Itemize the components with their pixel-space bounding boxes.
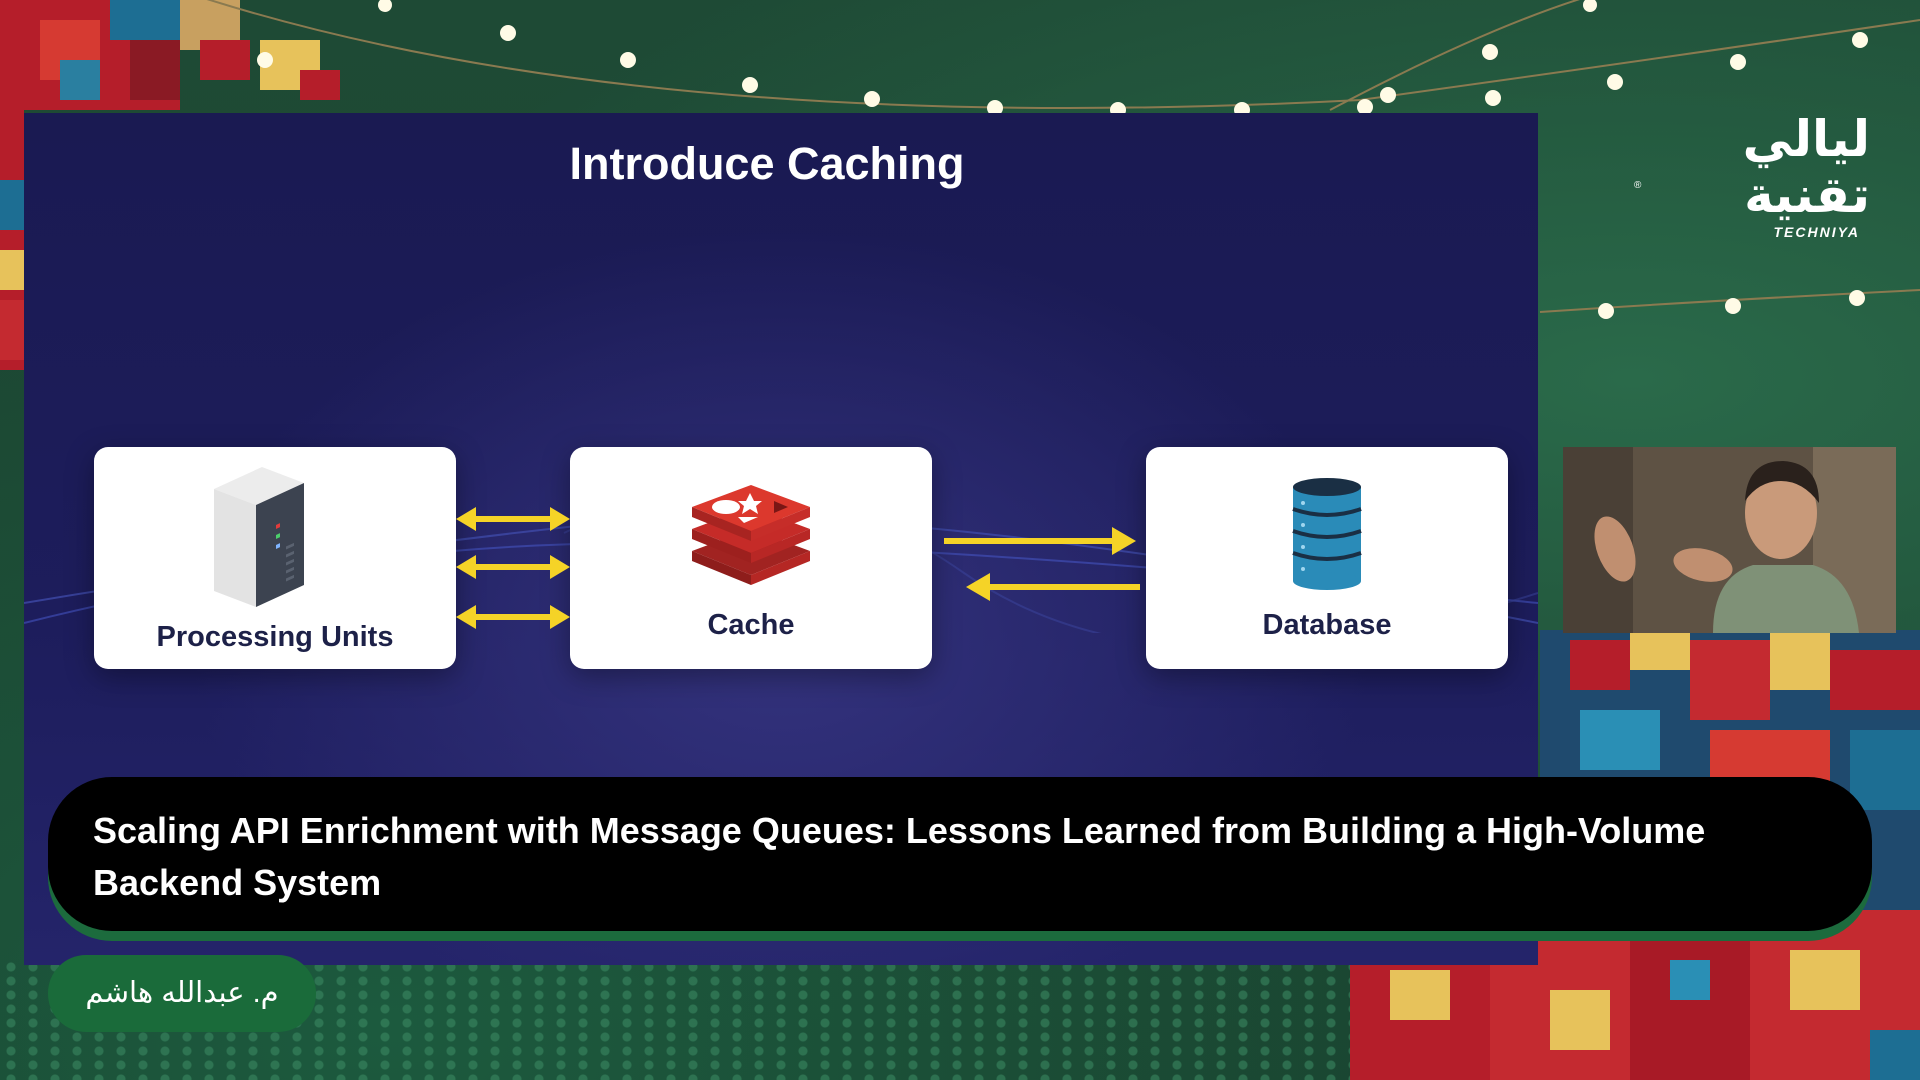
database-cylinder-icon [1292, 478, 1362, 590]
server-tower-icon [214, 467, 304, 607]
logo-arabic-line1: ليالي [1742, 111, 1870, 167]
logo-arabic-line2: تقنية [1744, 167, 1870, 223]
slide-title: Introduce Caching [569, 138, 965, 189]
talk-title-banner: Scaling API Enrichment with Message Queu… [48, 777, 1872, 931]
database-label: Database [1262, 609, 1392, 641]
database-card[interactable]: Database [1146, 447, 1508, 669]
string-lights [206, 0, 1920, 319]
connection-arrows [456, 507, 1140, 629]
processing-units-label: Processing Units [156, 621, 394, 653]
talk-title: Scaling API Enrichment with Message Queu… [93, 810, 1706, 903]
cache-label: Cache [707, 609, 795, 641]
pixel-ornament-top-left [0, 0, 380, 380]
processing-units-card[interactable]: Processing Units [94, 447, 456, 669]
logo-registered-mark: ® [1634, 180, 1642, 191]
speaker-name-badge: م. عبدالله هاشم [48, 955, 316, 1032]
techniya-logo: ليالي تقنية TECHNIYA ® [1630, 110, 1870, 250]
redis-stack-icon [692, 485, 810, 585]
speaker-webcam [1563, 447, 1896, 633]
speaker-video-icon [1563, 447, 1896, 633]
cache-card[interactable]: Cache [570, 447, 932, 669]
logo-english: TECHNIYA [1773, 224, 1860, 240]
